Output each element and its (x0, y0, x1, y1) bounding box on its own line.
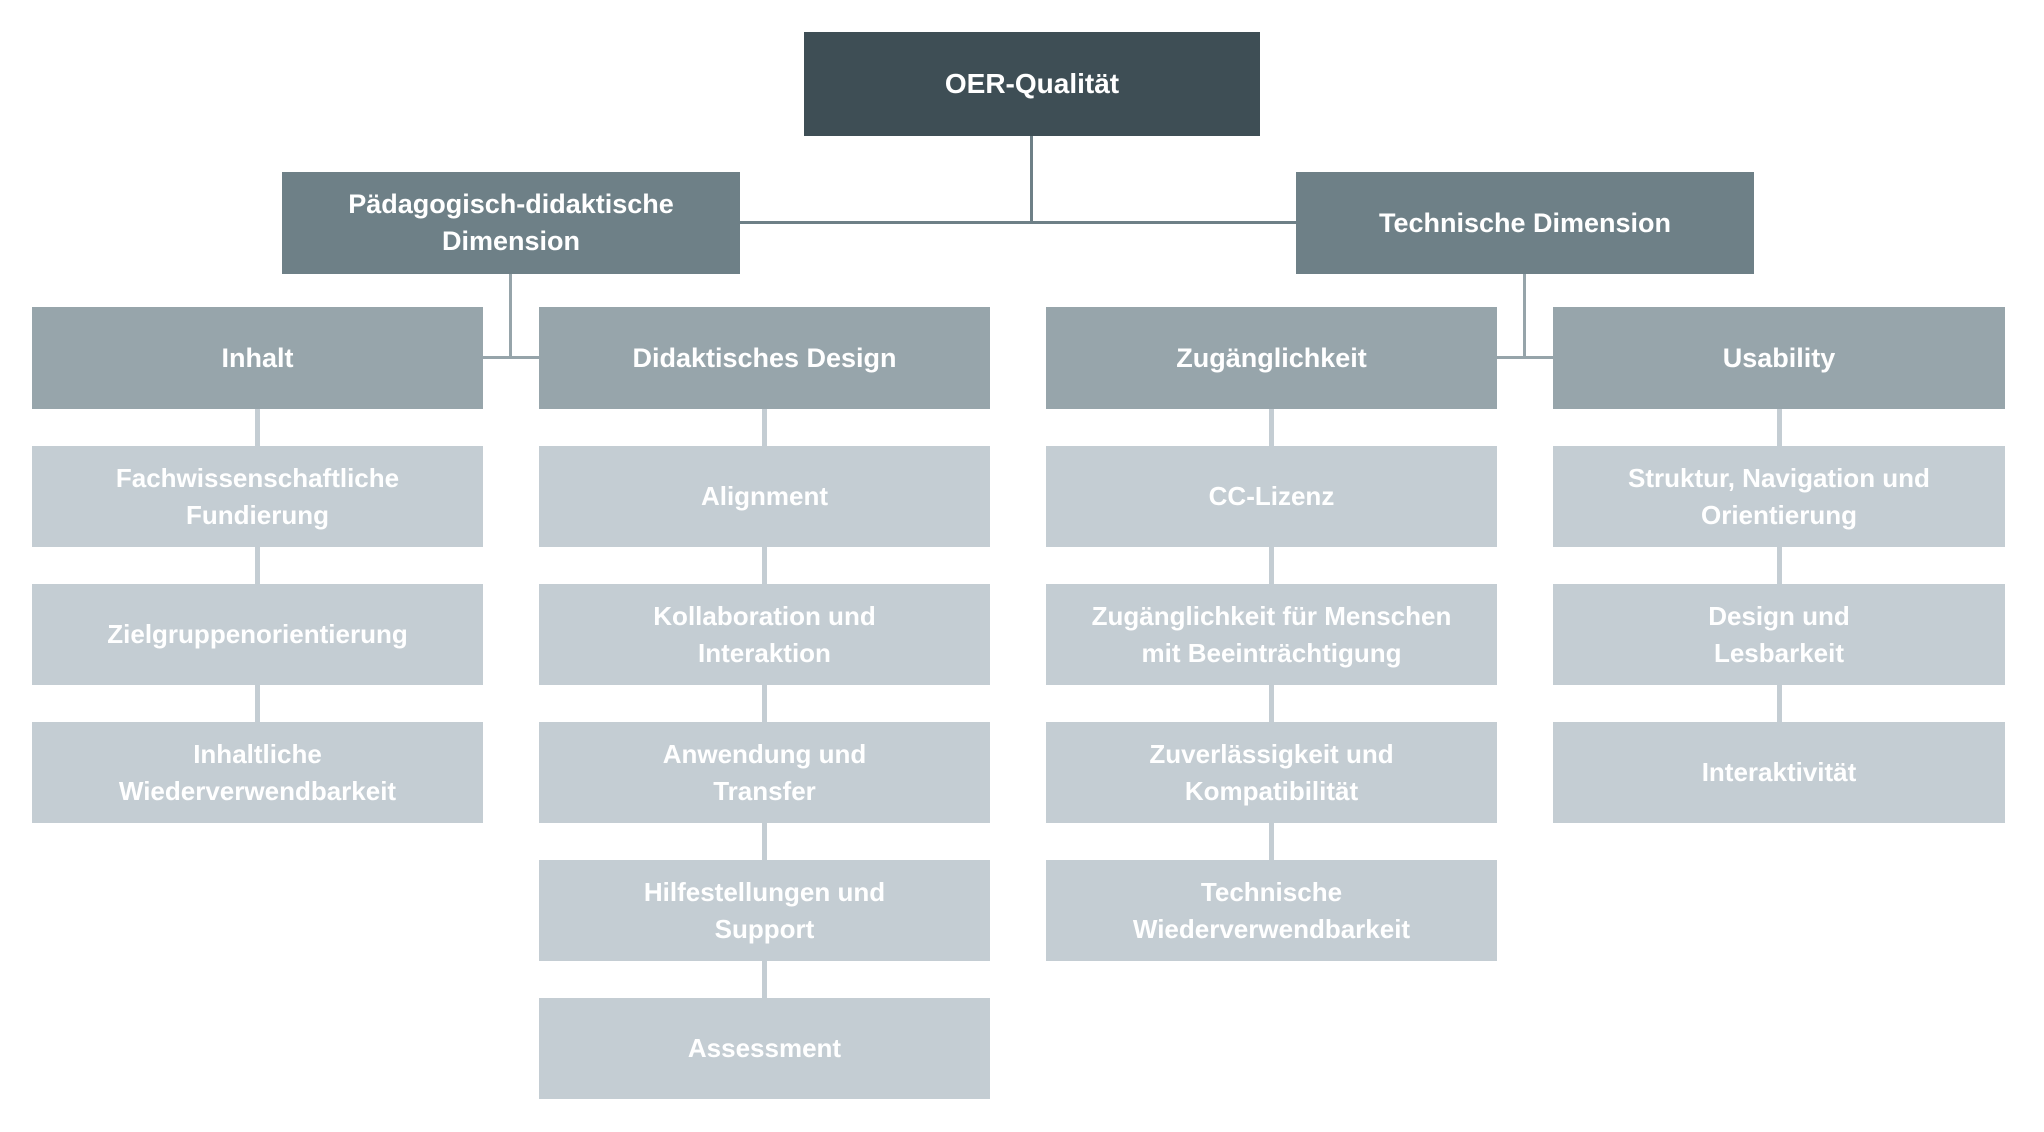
connector-paedagogisch-horizontal (483, 356, 539, 359)
leaf-interaktivitaet: Interaktivität (1553, 722, 2005, 823)
connector-root-vertical (1030, 136, 1033, 224)
connector-col3-seg2 (1269, 547, 1274, 584)
leaf-design-und-lesbarkeit: Design und Lesbarkeit (1553, 584, 2005, 685)
connector-col1-seg3 (255, 685, 260, 722)
leaf-assessment: Assessment (539, 998, 990, 1099)
category-header-usability: Usability (1553, 307, 2005, 409)
connector-col2-seg4 (762, 823, 767, 860)
leaf-anwendung-und-transfer: Anwendung und Transfer (539, 722, 990, 823)
leaf-technische-wiederverwendbarkeit: Technische Wiederverwendbarkeit (1046, 860, 1497, 961)
connector-col2-seg2 (762, 547, 767, 584)
category-header-inhalt: Inhalt (32, 307, 483, 409)
connector-col4-seg2 (1777, 547, 1782, 584)
connector-col2-seg1 (762, 409, 767, 446)
leaf-inhaltliche-wiederverwendbarkeit: Inhaltliche Wiederverwendbarkeit (32, 722, 483, 823)
leaf-zielgruppenorientierung: Zielgruppenorientierung (32, 584, 483, 685)
dimension-node-technisch: Technische Dimension (1296, 172, 1754, 274)
connector-col3-seg4 (1269, 823, 1274, 860)
connector-col2-seg5 (762, 961, 767, 998)
category-header-didaktisches-design: Didaktisches Design (539, 307, 990, 409)
connector-col3-seg3 (1269, 685, 1274, 722)
leaf-hilfestellungen-und-support: Hilfestellungen und Support (539, 860, 990, 961)
dimension-node-paedagogisch-didaktisch: Pädagogisch-didaktische Dimension (282, 172, 740, 274)
leaf-alignment: Alignment (539, 446, 990, 547)
leaf-zuverlaessigkeit-und-kompatibilitaet: Zuverlässigkeit und Kompatibilität (1046, 722, 1497, 823)
connector-col3-seg1 (1269, 409, 1274, 446)
connector-technisch-vertical (1523, 274, 1526, 359)
connector-col1-seg2 (255, 547, 260, 584)
leaf-struktur-navigation-orientierung: Struktur, Navigation und Orientierung (1553, 446, 2005, 547)
root-node-oer-qualitaet: OER-Qualität (804, 32, 1260, 136)
connector-root-horizontal (740, 221, 1296, 224)
leaf-kollaboration-und-interaktion: Kollaboration und Interaktion (539, 584, 990, 685)
connector-col4-seg3 (1777, 685, 1782, 722)
connector-technisch-horizontal (1497, 356, 1553, 359)
leaf-fachwissenschaftliche-fundierung: Fachwissenschaftliche Fundierung (32, 446, 483, 547)
connector-col4-seg1 (1777, 409, 1782, 446)
leaf-cc-lizenz: CC-Lizenz (1046, 446, 1497, 547)
connector-col1-seg1 (255, 409, 260, 446)
connector-col2-seg3 (762, 685, 767, 722)
category-header-zugaenglichkeit: Zugänglichkeit (1046, 307, 1497, 409)
connector-paedagogisch-vertical (509, 274, 512, 359)
leaf-zugaenglichkeit-fuer-menschen: Zugänglichkeit für Menschen mit Beeinträ… (1046, 584, 1497, 685)
